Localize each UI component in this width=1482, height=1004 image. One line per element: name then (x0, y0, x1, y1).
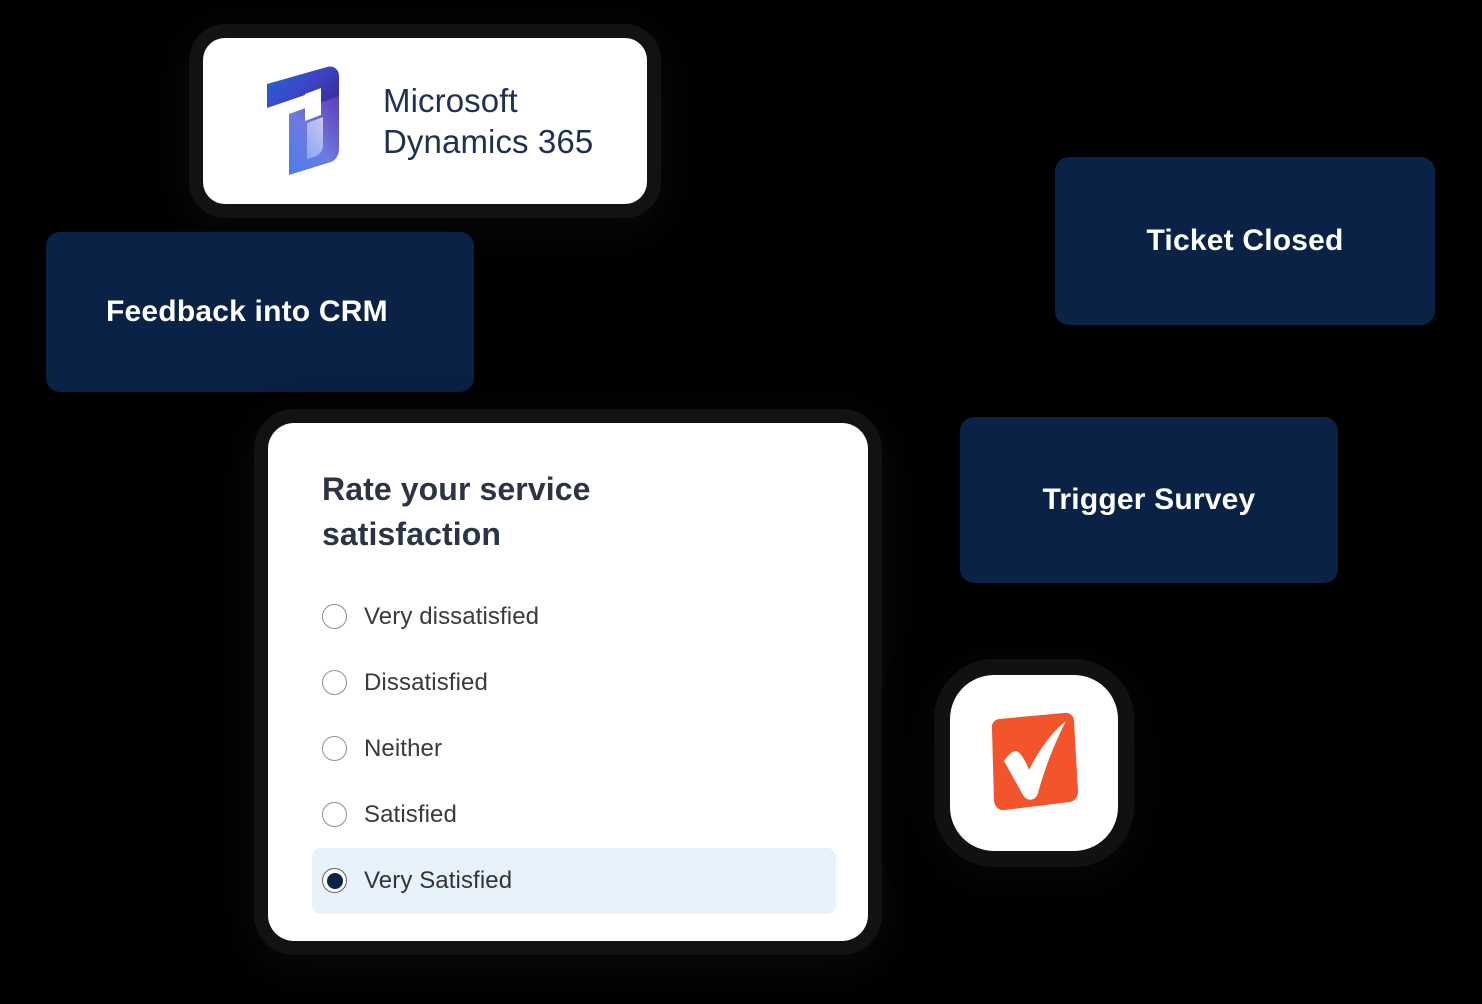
dynamics-line-2: Dynamics 365 (383, 123, 594, 160)
badge-feedback-into-crm[interactable]: Feedback into CRM (46, 232, 474, 392)
radio-dot-icon (326, 872, 343, 889)
radio-button-checked-icon[interactable] (322, 868, 347, 894)
surveymonkey-card[interactable] (950, 675, 1118, 851)
survey-option-label: Satisfied (364, 800, 457, 828)
surveymonkey-checkmark-icon (991, 712, 1078, 811)
badge-ticket-closed[interactable]: Ticket Closed (1055, 157, 1435, 325)
badge-feedback-into-crm-label: Feedback into CRM (106, 295, 388, 328)
dynamics-line-1: Microsoft (383, 81, 518, 119)
survey-option-very-dissatisfied[interactable]: Very dissatisfied (312, 584, 836, 650)
survey-option-satisfied[interactable]: Satisfied (312, 782, 836, 848)
radio-button-icon[interactable] (322, 736, 347, 762)
radio-button-icon[interactable] (322, 670, 347, 696)
survey-option-label: Neither (364, 734, 443, 762)
badge-trigger-survey-label: Trigger Survey (1042, 483, 1256, 516)
survey-option-label: Very dissatisfied (364, 602, 540, 630)
survey-option-label: Dissatisfied (364, 668, 488, 696)
dynamics-365-card[interactable]: Microsoft Dynamics 365 (203, 38, 647, 204)
survey-question-title: Rate your service satisfaction (322, 471, 591, 553)
survey-option-very-satisfied[interactable]: Very Satisfied (312, 847, 836, 914)
microsoft-dynamics-365-icon (267, 66, 339, 175)
survey-option-neither[interactable]: Neither (312, 716, 836, 782)
badge-ticket-closed-label: Ticket Closed (1146, 224, 1344, 257)
survey-option-list: Very dissatisfied Dissatisfied Neither S… (312, 584, 836, 914)
survey-card: Rate your service satisfaction Very diss… (268, 423, 868, 941)
radio-button-icon[interactable] (322, 604, 347, 630)
dynamics-365-wordmark: Microsoft Dynamics 365 (383, 80, 593, 163)
survey-option-label: Very Satisfied (364, 866, 513, 894)
survey-option-dissatisfied[interactable]: Dissatisfied (312, 650, 836, 716)
radio-button-icon[interactable] (322, 802, 347, 828)
badge-trigger-survey[interactable]: Trigger Survey (960, 417, 1338, 583)
